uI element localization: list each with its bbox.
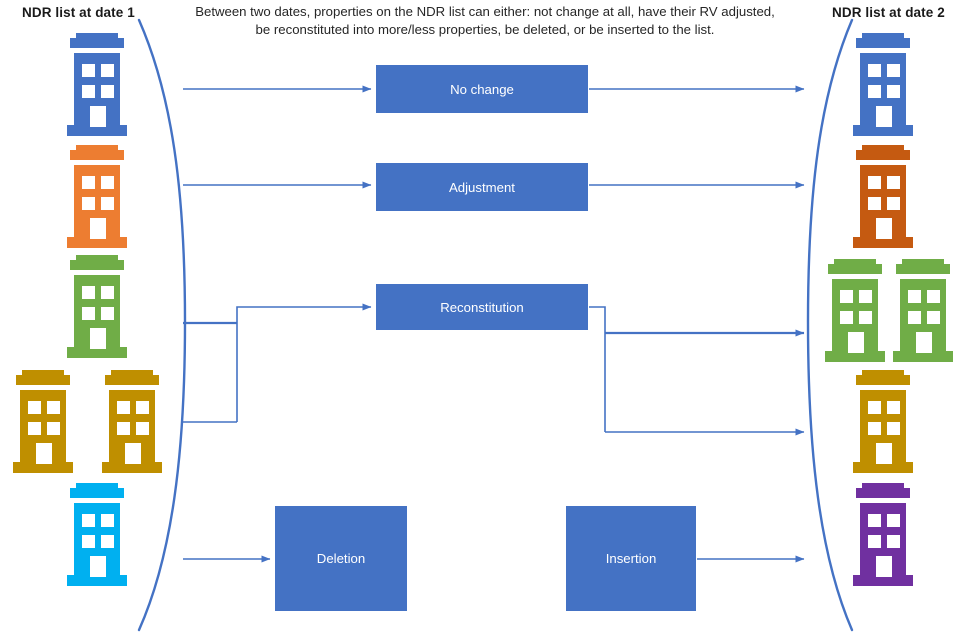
building-icon-cyan-building bbox=[62, 483, 132, 588]
process-box-deletion[interactable]: Deletion bbox=[275, 506, 407, 611]
wire-reconstitution-split bbox=[589, 306, 606, 432]
process-box-adjustment[interactable]: Adjustment bbox=[376, 163, 588, 211]
building-icon-purple-building bbox=[848, 483, 918, 588]
process-box-reconstitution-label: Reconstitution bbox=[440, 299, 524, 315]
left-brace bbox=[137, 18, 187, 632]
building-icon-gold-building-1 bbox=[8, 370, 78, 475]
building-icon-green-building-1 bbox=[820, 259, 890, 364]
building-icon-blue-building bbox=[62, 33, 132, 138]
building-icon-gold-building-2 bbox=[97, 370, 167, 475]
building-icon-blue-building bbox=[848, 33, 918, 138]
process-box-deletion-label: Deletion bbox=[316, 551, 366, 566]
building-icon-dark-orange-building bbox=[848, 145, 918, 250]
process-box-no-change[interactable]: No change bbox=[376, 65, 588, 113]
building-icon-green-building bbox=[62, 255, 132, 360]
process-box-reconstitution[interactable]: Reconstitution bbox=[376, 284, 588, 330]
process-box-insertion-label: Insertion bbox=[605, 551, 657, 566]
building-icon-orange-building bbox=[62, 145, 132, 250]
wire-reconstitution-merge bbox=[236, 303, 372, 422]
building-icon-gold-building bbox=[848, 370, 918, 475]
right-list-title: NDR list at date 2 bbox=[832, 5, 945, 20]
right-brace bbox=[806, 18, 854, 632]
building-icon-green-building-2 bbox=[888, 259, 958, 364]
process-box-no-change-label: No change bbox=[450, 81, 514, 97]
process-box-insertion[interactable]: Insertion bbox=[566, 506, 696, 611]
left-list-title: NDR list at date 1 bbox=[22, 5, 135, 20]
diagram-caption: Between two dates, properties on the NDR… bbox=[195, 4, 775, 37]
process-box-adjustment-label: Adjustment bbox=[449, 179, 515, 195]
